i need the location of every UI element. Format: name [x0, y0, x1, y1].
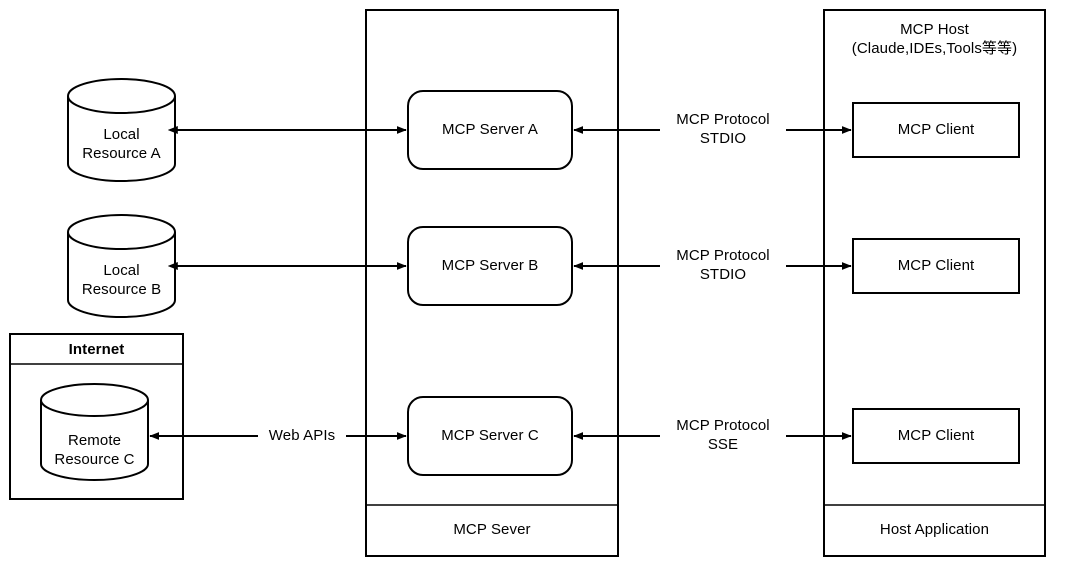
protocol-c-line2: SSE	[707, 436, 739, 453]
server-a-label: MCP Server A	[442, 121, 538, 138]
host-header-line1: MCP Host	[900, 21, 969, 38]
internet-header-label: Internet	[68, 341, 125, 358]
protocol-b-line2: STDIO	[699, 266, 747, 283]
protocol-a-line2: STDIO	[699, 130, 747, 147]
client-box-a	[852, 102, 1020, 158]
server-b-label: MCP Server B	[441, 257, 539, 274]
client-b-label: MCP Client	[897, 257, 975, 274]
server-footer-label: MCP Sever	[453, 521, 531, 538]
resource-b-label-line2: Resource B	[81, 281, 162, 298]
resource-c-label-line1: Remote	[67, 432, 122, 449]
resource-c-label-line2: Resource C	[54, 451, 135, 468]
resource-b-label-line1: Local	[103, 262, 140, 279]
client-box-b	[852, 238, 1020, 294]
server-box-b	[407, 226, 573, 306]
host-header-line2: (Claude,IDEs,Tools等等)	[851, 40, 1018, 57]
server-box-c	[407, 396, 573, 476]
protocol-b-line1: MCP Protocol	[676, 247, 770, 264]
client-box-c	[852, 408, 1020, 464]
webapis-link-label: Web APIs	[258, 426, 346, 445]
server-c-label: MCP Server C	[441, 427, 539, 444]
resource-cylinder-a	[67, 78, 176, 182]
resource-cylinder-c	[40, 383, 149, 481]
resource-a-label-line1: Local	[103, 126, 140, 143]
host-footer-label: Host Application	[879, 521, 990, 538]
resource-cylinder-b	[67, 214, 176, 318]
server-box-a	[407, 90, 573, 170]
protocol-a-line1: MCP Protocol	[676, 111, 770, 128]
client-a-label: MCP Client	[897, 121, 975, 138]
client-c-label: MCP Client	[897, 427, 975, 444]
protocol-c-line1: MCP Protocol	[676, 417, 770, 434]
resource-a-label-line2: Resource A	[82, 145, 161, 162]
